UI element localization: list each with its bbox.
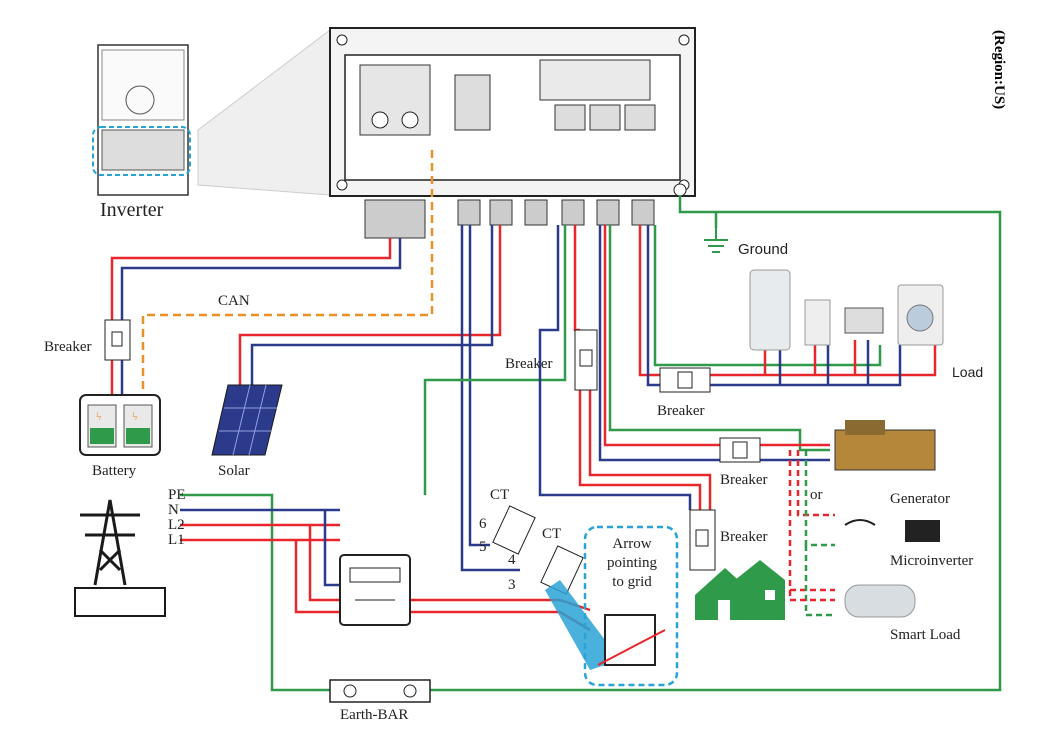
energy-meter-icon — [339, 554, 411, 626]
can-label: CAN — [218, 293, 250, 309]
solar-label: Solar — [218, 463, 250, 479]
arrow-note-line-3: to grid — [612, 574, 652, 590]
load-label: Load — [952, 364, 984, 380]
breaker-label-battery: Breaker — [44, 339, 92, 355]
breaker-house — [689, 509, 716, 571]
arrow-note-line-1: Arrow — [612, 536, 652, 552]
grid-line-n: N — [168, 502, 179, 518]
breaker-grid — [574, 329, 598, 391]
earth-bar-label: Earth-BAR — [340, 707, 409, 723]
router-icon — [804, 299, 831, 346]
breaker-label-load: Breaker — [657, 403, 705, 419]
arrow-callout-box — [583, 525, 679, 687]
breaker-label-house: Breaker — [720, 529, 768, 545]
generator-icon — [834, 420, 936, 471]
smart-load-label: Smart Load — [890, 627, 961, 643]
grid-line-l2: L2 — [168, 517, 185, 533]
grid-tower-icon — [74, 499, 166, 617]
ct-clamp-1 — [492, 505, 536, 555]
or-label: or — [810, 487, 823, 503]
solar-panel-icon — [211, 384, 283, 456]
battery-label: Battery — [92, 463, 137, 479]
breaker-label-grid: Breaker — [505, 356, 553, 372]
ground-label: Ground — [738, 241, 789, 258]
ct-enlarged-icon — [597, 614, 666, 666]
region-label: (Region:US) — [991, 30, 1007, 110]
arrow-note-line-2: pointing — [606, 555, 657, 571]
breaker-label-generator: Breaker — [720, 472, 768, 488]
svg-text:ϟ: ϟ — [96, 409, 101, 423]
ct-wire-number-3: 3 — [508, 577, 516, 593]
callout-pointer — [545, 580, 620, 670]
microinverter-label: Microinverter — [890, 553, 974, 569]
inverter-thumbnail — [92, 44, 191, 196]
zoom-beam — [197, 28, 331, 196]
ct-label-2: CT — [542, 526, 562, 542]
ct-wire-number-5: 5 — [479, 539, 487, 555]
fridge-icon — [749, 269, 791, 351]
earth-bar — [329, 679, 431, 703]
ct-wire-number-4: 4 — [508, 552, 516, 568]
breaker-battery — [104, 319, 131, 361]
smart-load-icon — [844, 584, 916, 618]
microinverter-icon — [844, 519, 940, 542]
inverter-wiring-box — [329, 27, 696, 239]
grid-line-l1: L1 — [168, 532, 185, 548]
ground-symbol — [704, 228, 728, 253]
generator-label: Generator — [890, 491, 950, 507]
svg-text:ϟ: ϟ — [132, 409, 137, 423]
inverter-label: Inverter — [100, 199, 164, 221]
washer-icon — [897, 284, 944, 346]
breaker-generator — [719, 437, 761, 463]
ct-label-1: CT — [490, 487, 510, 503]
grid-line-pe: PE — [168, 487, 186, 503]
house-icon — [695, 560, 785, 620]
monitor-icon — [844, 307, 884, 334]
breaker-load — [659, 367, 711, 393]
ct-wire-number-6: 6 — [479, 516, 487, 532]
